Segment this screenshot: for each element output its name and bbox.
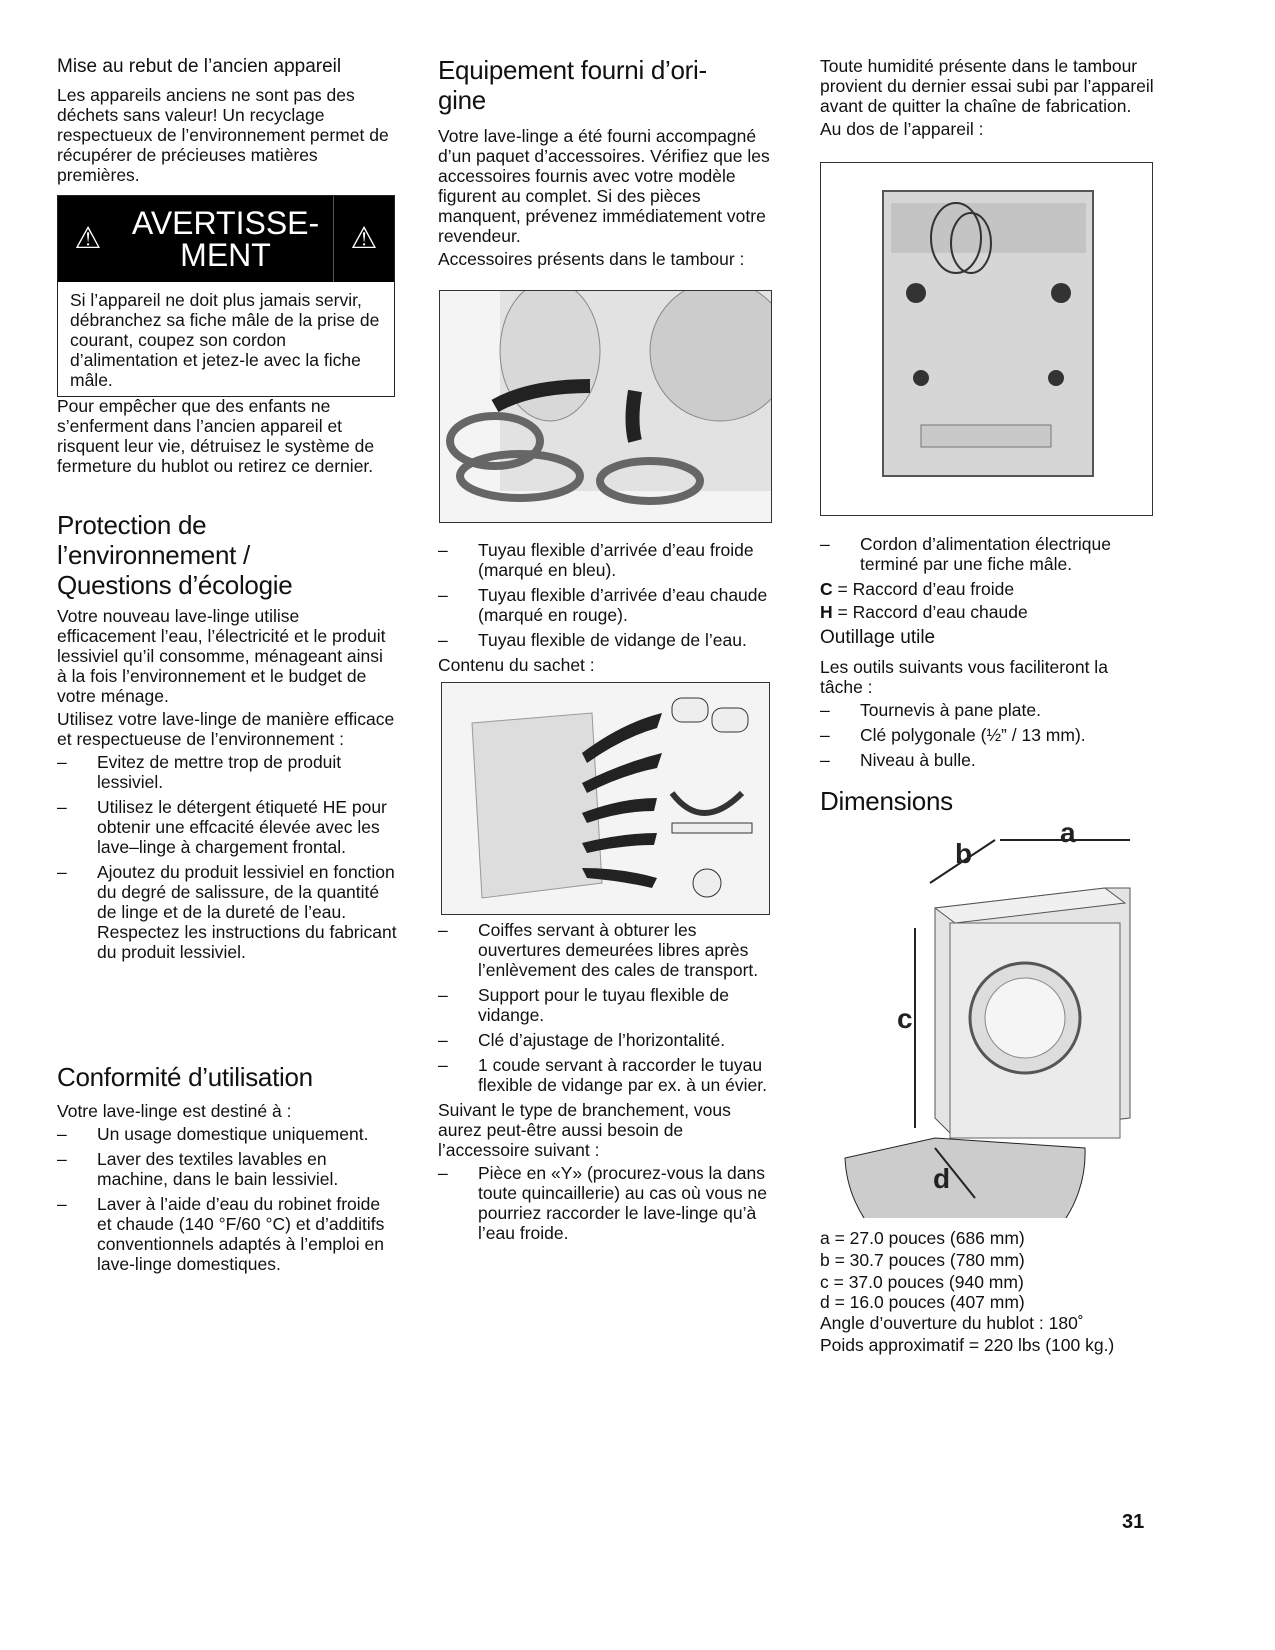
equipment-intro: Votre lave-linge a été fourni accompagné… [438, 126, 770, 246]
list-item: –Coiffes servant à obturer les ouverture… [438, 920, 759, 980]
list-item: –Tuyau flexible d’arrivée d’eau froide (… [438, 540, 754, 580]
dimension-label-b: b [955, 838, 972, 869]
dimension-a: a = 27.0 pouces (686 mm) [820, 1228, 1025, 1248]
back-list: –Cordon d’alimentation électrique termin… [820, 534, 1155, 574]
heading-line: Protection de [57, 510, 207, 540]
dimension-label-d: d [933, 1163, 950, 1194]
list-item: –Laver à l’aide d’eau du robinet froide … [57, 1194, 385, 1274]
list-item: –Tuyau flexible d’arrivée d’eau chaude (… [438, 585, 768, 625]
extra-accessory-text: Suivant le type de branchement, vous aur… [438, 1100, 731, 1160]
use-text: Votre lave-linge est destiné à : [57, 1101, 292, 1121]
list-item: –Tuyau flexible de vidange de l’eau. [438, 630, 747, 650]
door-angle: Angle d’ouverture du hublot : 180˚ [820, 1313, 1084, 1333]
back-label: Au dos de l’appareil : [820, 119, 984, 139]
dimensions-heading: Dimensions [820, 786, 953, 816]
list-item: –1 coude servant à raccorder le tuyau fl… [438, 1055, 767, 1095]
bag-contents-label: Contenu du sachet : [438, 655, 595, 675]
disposal-heading: Mise au rebut de l’ancien appareil [57, 56, 342, 77]
warning-icon: ⚠ [74, 222, 102, 255]
warning-text: Si l’appareil ne doit plus jamais servir… [70, 290, 380, 390]
use-heading: Conformité d’utilisation [57, 1062, 313, 1092]
cold-water-legend: C = Raccord d’eau froide [820, 579, 1015, 599]
children-safety-text: Pour empêcher que des enfants ne s’enfer… [57, 396, 375, 476]
dimension-b: b = 30.7 pouces (780 mm) [820, 1250, 1025, 1270]
drum-accessories-label: Accessoires présents dans le tambour : [438, 249, 745, 269]
list-item: –Pièce en «Y» (procurez-vous la dans tou… [438, 1163, 767, 1243]
warning-box: ⚠ AVERTISSE-MENT ⚠ Si l’appareil ne doit… [57, 195, 395, 397]
heading-line: Questions d’écologie [57, 570, 293, 600]
heading-line: l’environnement / [57, 540, 250, 570]
tools-heading: Outillage utile [820, 627, 936, 648]
dimensions-list: a = 27.0 pouces (686 mm) b = 30.7 pouces… [820, 1227, 1155, 1356]
page-number: 31 [1122, 1511, 1145, 1533]
environment-list: –Evitez de mettre trop de produit lessiv… [57, 752, 397, 962]
list-item: –Niveau à bulle. [820, 750, 976, 770]
list-item: –Ajoutez du produit lessiviel en fonctio… [57, 862, 397, 962]
environment-text: Utilisez votre lave-linge de manière eff… [57, 709, 395, 749]
dimension-d: d = 16.0 pouces (407 mm) [820, 1292, 1025, 1312]
dimension-label-c: c [897, 1003, 913, 1034]
environment-heading: Protection de l’environnement / Question… [57, 510, 397, 600]
warning-title-1: AVERTISSE- [131, 205, 320, 241]
list-item: –Cordon d’alimentation électrique termin… [820, 534, 1111, 574]
approx-weight: Poids approximatif = 220 lbs (100 kg.) [820, 1335, 1115, 1355]
hot-water-legend: H = Raccord d’eau chaude [820, 602, 1028, 622]
list-item: –Laver des textiles lavables en machine,… [57, 1149, 339, 1189]
use-list: –Un usage domestique uniquement. –Laver … [57, 1124, 397, 1274]
tools-list: –Tournevis à pane plate. –Clé polygonale… [820, 700, 1155, 770]
list-item: –Support pour le tuyau flexible de vidan… [438, 985, 729, 1025]
heading-line: Equipement fourni d’ori- [438, 55, 707, 85]
heading-line: gine [438, 85, 486, 115]
tools-text: Les outils suivants vous faciliteront la… [820, 657, 1108, 697]
list-item: –Utilisez le détergent étiqueté HE pour … [57, 797, 387, 857]
list-item: –Un usage domestique uniquement. [57, 1124, 369, 1144]
warning-title-2: MENT [180, 237, 271, 273]
equipment-heading: Equipement fourni d’ori- gine [438, 55, 776, 115]
disposal-text: Les appareils anciens ne sont pas des dé… [57, 85, 389, 185]
warning-icon: ⚠ [350, 222, 378, 255]
list-item: –Clé d’ajustage de l’horizontalité. [438, 1030, 726, 1050]
bag-contents-list: –Coiffes servant à obturer les ouverture… [438, 920, 776, 1095]
list-item: –Clé polygonale (½” / 13 mm). [820, 725, 1086, 745]
dimension-c: c = 37.0 pouces (940 mm) [820, 1272, 1024, 1292]
drum-accessories-illustration [439, 290, 772, 523]
list-item: –Evitez de mettre trop de produit lessiv… [57, 752, 342, 792]
list-item: –Tournevis à pane plate. [820, 700, 1041, 720]
humidity-text: Toute humidité présente dans le tambour … [820, 56, 1154, 116]
dimensions-illustration: a b c d [825, 817, 1155, 1274]
dimension-label-a: a [1060, 818, 1076, 848]
bag-contents-illustration [441, 682, 770, 915]
extra-accessory-list: –Pièce en «Y» (procurez-vous la dans tou… [438, 1163, 776, 1243]
drum-accessories-list: –Tuyau flexible d’arrivée d’eau froide (… [438, 540, 776, 650]
environment-text: Votre nouveau lave-linge utilise efficac… [57, 606, 386, 706]
appliance-back-illustration [820, 162, 1153, 516]
